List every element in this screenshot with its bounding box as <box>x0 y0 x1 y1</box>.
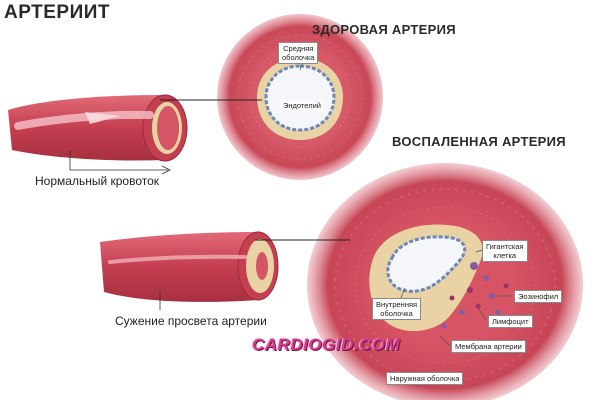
healthy-artery-cross-section <box>217 14 383 180</box>
normal-artery-tube <box>8 94 262 175</box>
label-adventitia: Наружная оболочка <box>386 372 464 385</box>
narrowing-caption: Сужение просвета артерии <box>115 314 267 328</box>
diagram-title: АРТЕРИИТ <box>4 2 111 23</box>
inflamed-artery-cross-section <box>307 163 583 400</box>
label-medial-layer: Средняя оболочка <box>278 42 319 64</box>
site-watermark: CARDIOGID.COM <box>252 335 401 354</box>
label-arterial-membrane: Мембрана артерии <box>451 340 526 353</box>
inflamed-artery-heading: ВОСПАЛЕННАЯ АРТЕРИЯ <box>392 134 566 149</box>
label-endothelium: Эндотелий <box>280 100 324 111</box>
inflammatory-cells <box>441 262 509 329</box>
label-giant-cell: Гигантская клетка <box>482 240 528 262</box>
narrowed-artery-tube <box>100 231 350 310</box>
label-eosinophil: Эозинофил <box>514 290 563 303</box>
label-intima: Внутренняя оболочка <box>372 298 422 320</box>
label-lymphocyte: Лимфоцит <box>488 315 533 328</box>
healthy-artery-heading: ЗДОРОВАЯ АРТЕРИЯ <box>312 22 456 37</box>
normal-flow-caption: Нормальный кровоток <box>35 174 160 188</box>
